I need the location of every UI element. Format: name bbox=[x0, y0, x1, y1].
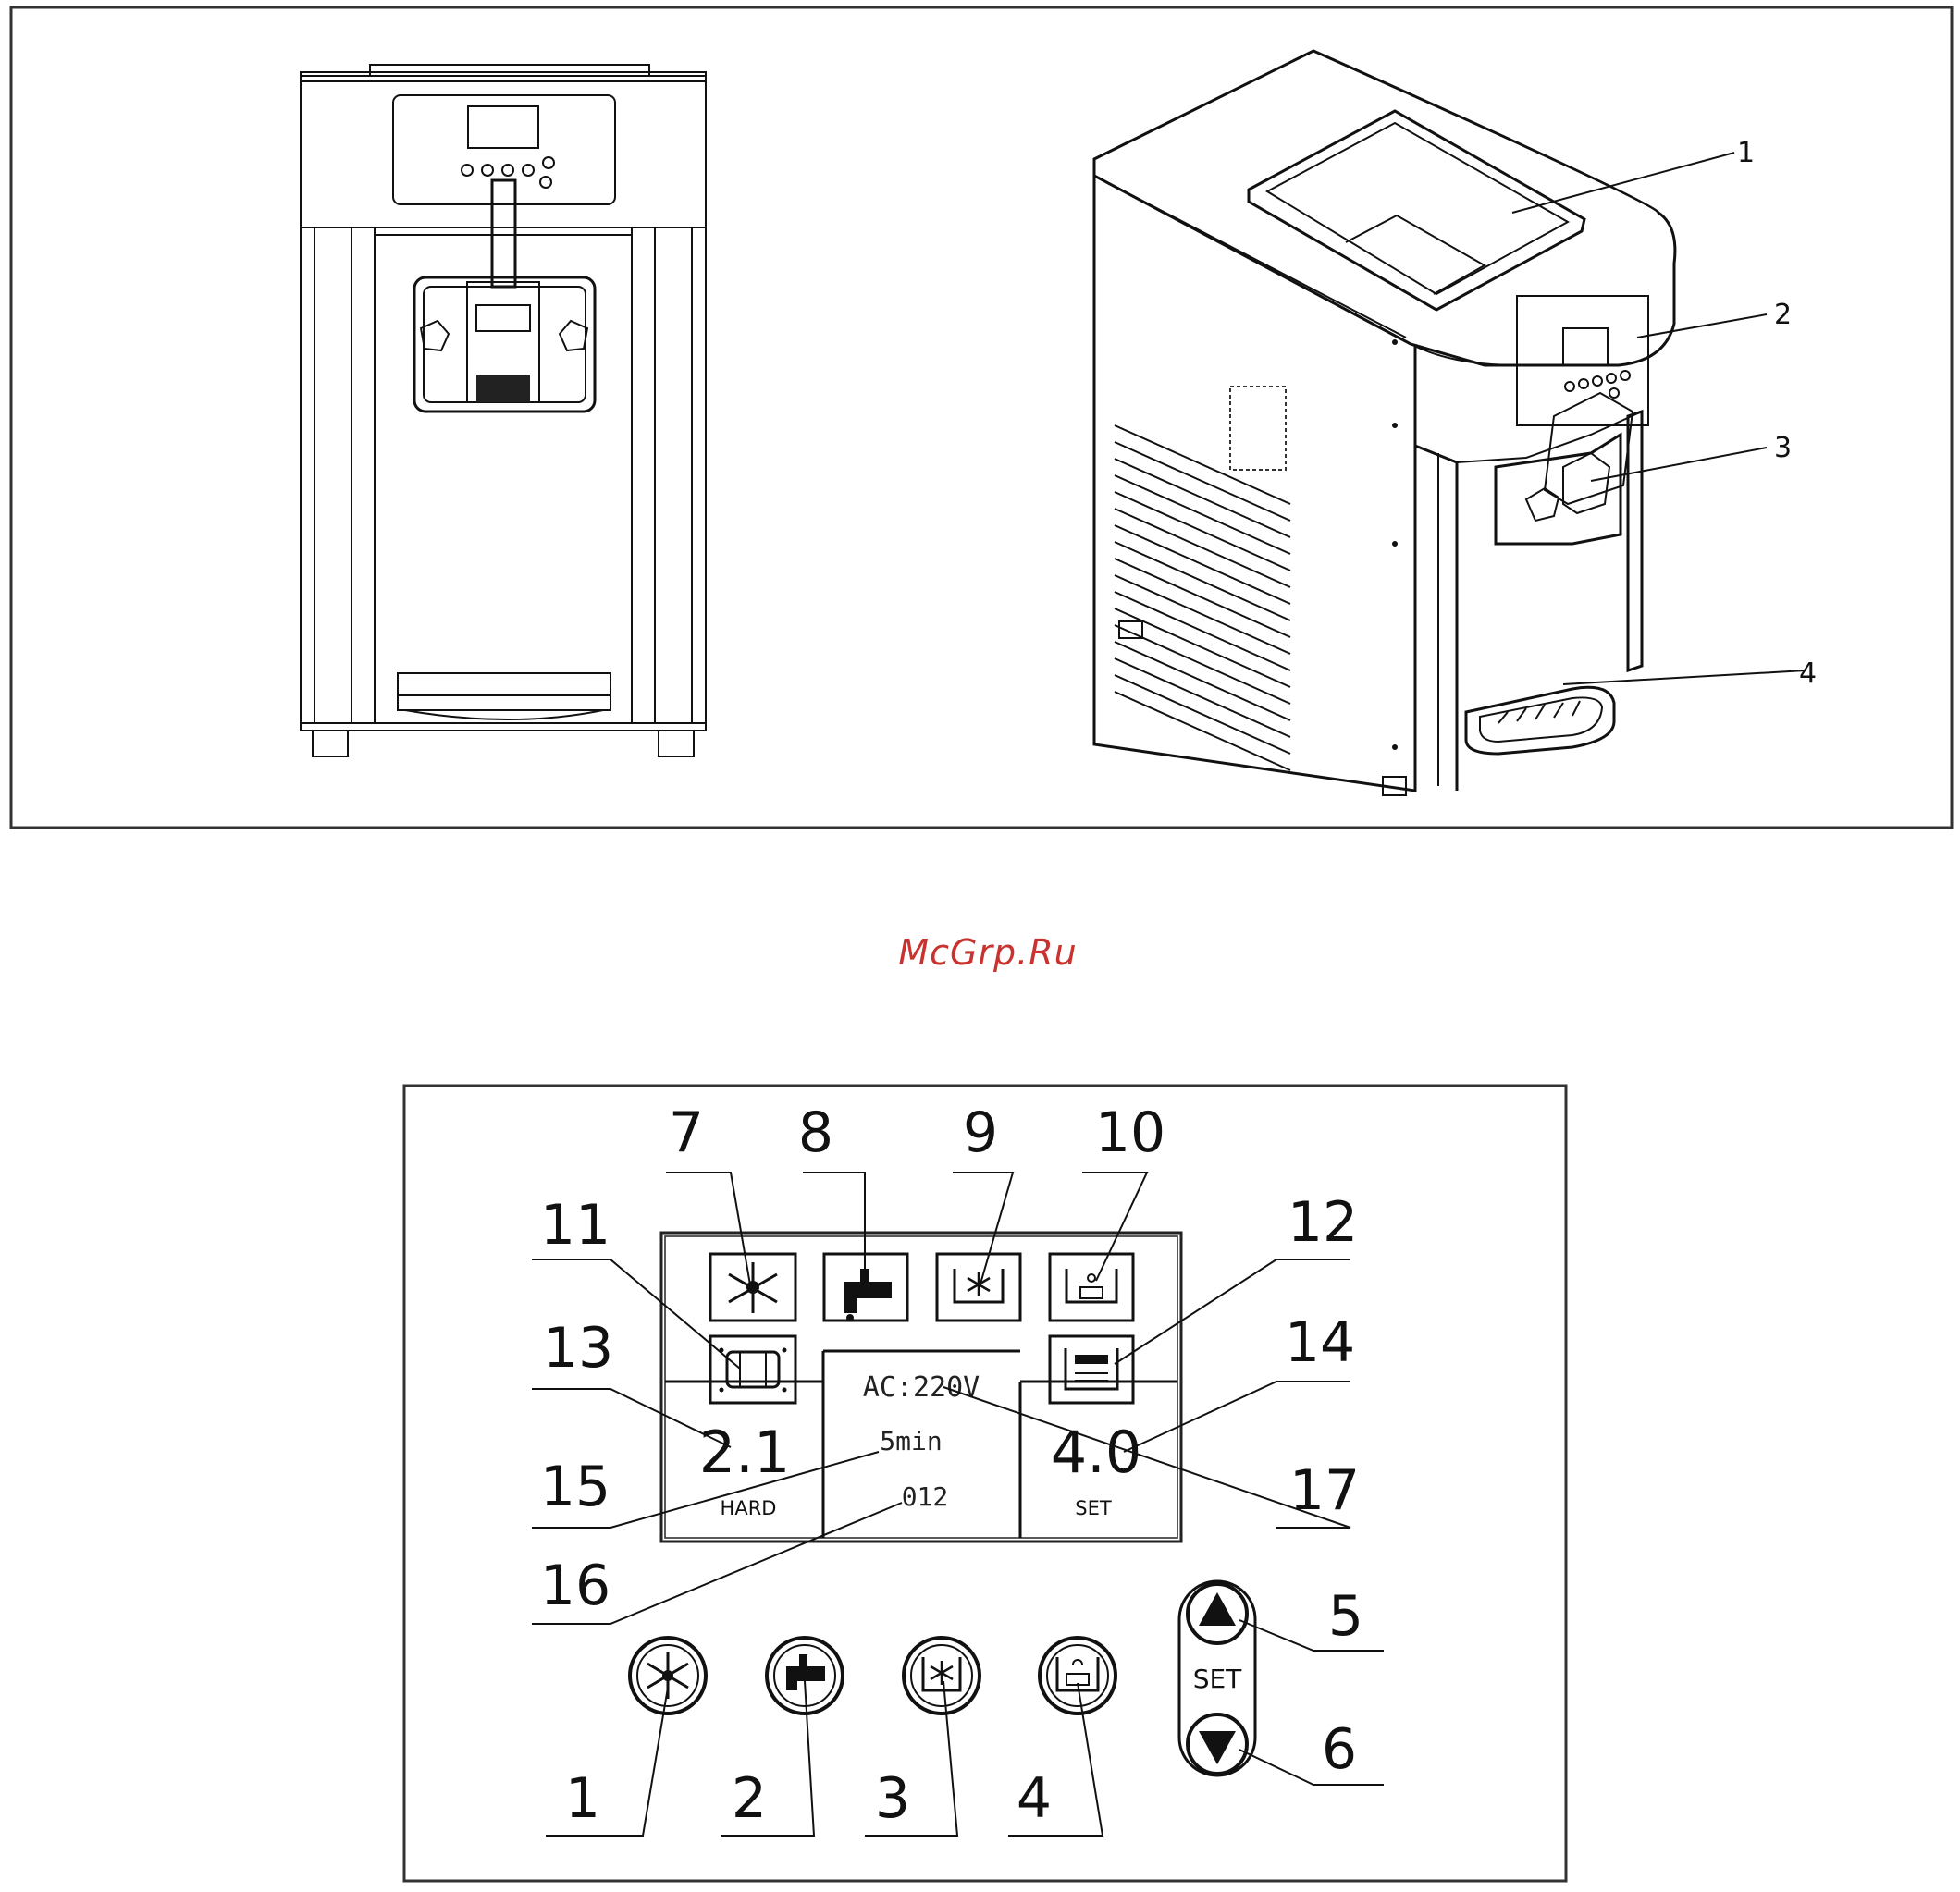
panel-callout-11: 11 bbox=[540, 1193, 610, 1258]
panel-callout-8: 8 bbox=[798, 1100, 833, 1165]
freeze-button[interactable] bbox=[630, 1638, 706, 1714]
machine-callout-3-line bbox=[1591, 448, 1767, 481]
panel-callout-15: 15 bbox=[540, 1455, 610, 1519]
tank-motor-indicator-icon bbox=[1050, 1254, 1133, 1321]
panel-callout-3: 3 bbox=[875, 1766, 910, 1831]
panel-callout-14: 14 bbox=[1285, 1310, 1355, 1375]
hardness-readout: 2.1 bbox=[699, 1419, 791, 1486]
machine-callout-1-line bbox=[1512, 153, 1734, 213]
panel-callout-17: 17 bbox=[1289, 1458, 1360, 1523]
machine-callout-4: 4 bbox=[1799, 657, 1817, 690]
machine-callout-2: 2 bbox=[1774, 299, 1792, 331]
tank-level-indicator-icon bbox=[1050, 1336, 1133, 1403]
panel-callout-2: 2 bbox=[732, 1766, 767, 1831]
dispense-button[interactable] bbox=[767, 1638, 843, 1714]
machine-callout-2-line bbox=[1637, 314, 1767, 338]
panel-callout-10: 10 bbox=[1095, 1100, 1165, 1165]
machine-front-view bbox=[301, 65, 706, 756]
time-readout: 5min bbox=[880, 1426, 942, 1456]
machine-figure-frame bbox=[11, 7, 1952, 828]
panel-callout-4: 4 bbox=[1017, 1766, 1052, 1831]
machine-callout-4-line bbox=[1563, 670, 1806, 684]
panel-callout-12: 12 bbox=[1288, 1190, 1358, 1255]
panel-callout-16: 16 bbox=[540, 1554, 610, 1618]
panel-callout-1: 1 bbox=[565, 1766, 600, 1831]
watermark: McGrp.Ru bbox=[898, 932, 1077, 973]
set-value-label: SET bbox=[1075, 1497, 1112, 1519]
panel-callout-13: 13 bbox=[543, 1316, 613, 1381]
up-button[interactable] bbox=[1188, 1584, 1247, 1643]
machine-callout-1: 1 bbox=[1737, 137, 1755, 169]
machine-callout-3: 3 bbox=[1774, 432, 1792, 464]
counter-readout: 012 bbox=[902, 1481, 949, 1512]
panel-callout-6: 6 bbox=[1322, 1717, 1357, 1782]
tank-motor-button[interactable] bbox=[1040, 1638, 1116, 1714]
down-button[interactable] bbox=[1188, 1714, 1247, 1774]
panel-callout-7: 7 bbox=[669, 1100, 704, 1165]
hardness-label: HARD bbox=[721, 1497, 777, 1519]
cleaning-indicator-icon bbox=[710, 1336, 795, 1403]
snowflake-indicator-icon bbox=[710, 1254, 795, 1321]
panel-callout-9: 9 bbox=[963, 1100, 998, 1165]
voltage-readout: AC:220V bbox=[863, 1371, 980, 1404]
set-button-label: SET bbox=[1193, 1664, 1242, 1694]
tank-cooling-button[interactable] bbox=[904, 1638, 980, 1714]
panel-callout-5: 5 bbox=[1328, 1584, 1363, 1649]
